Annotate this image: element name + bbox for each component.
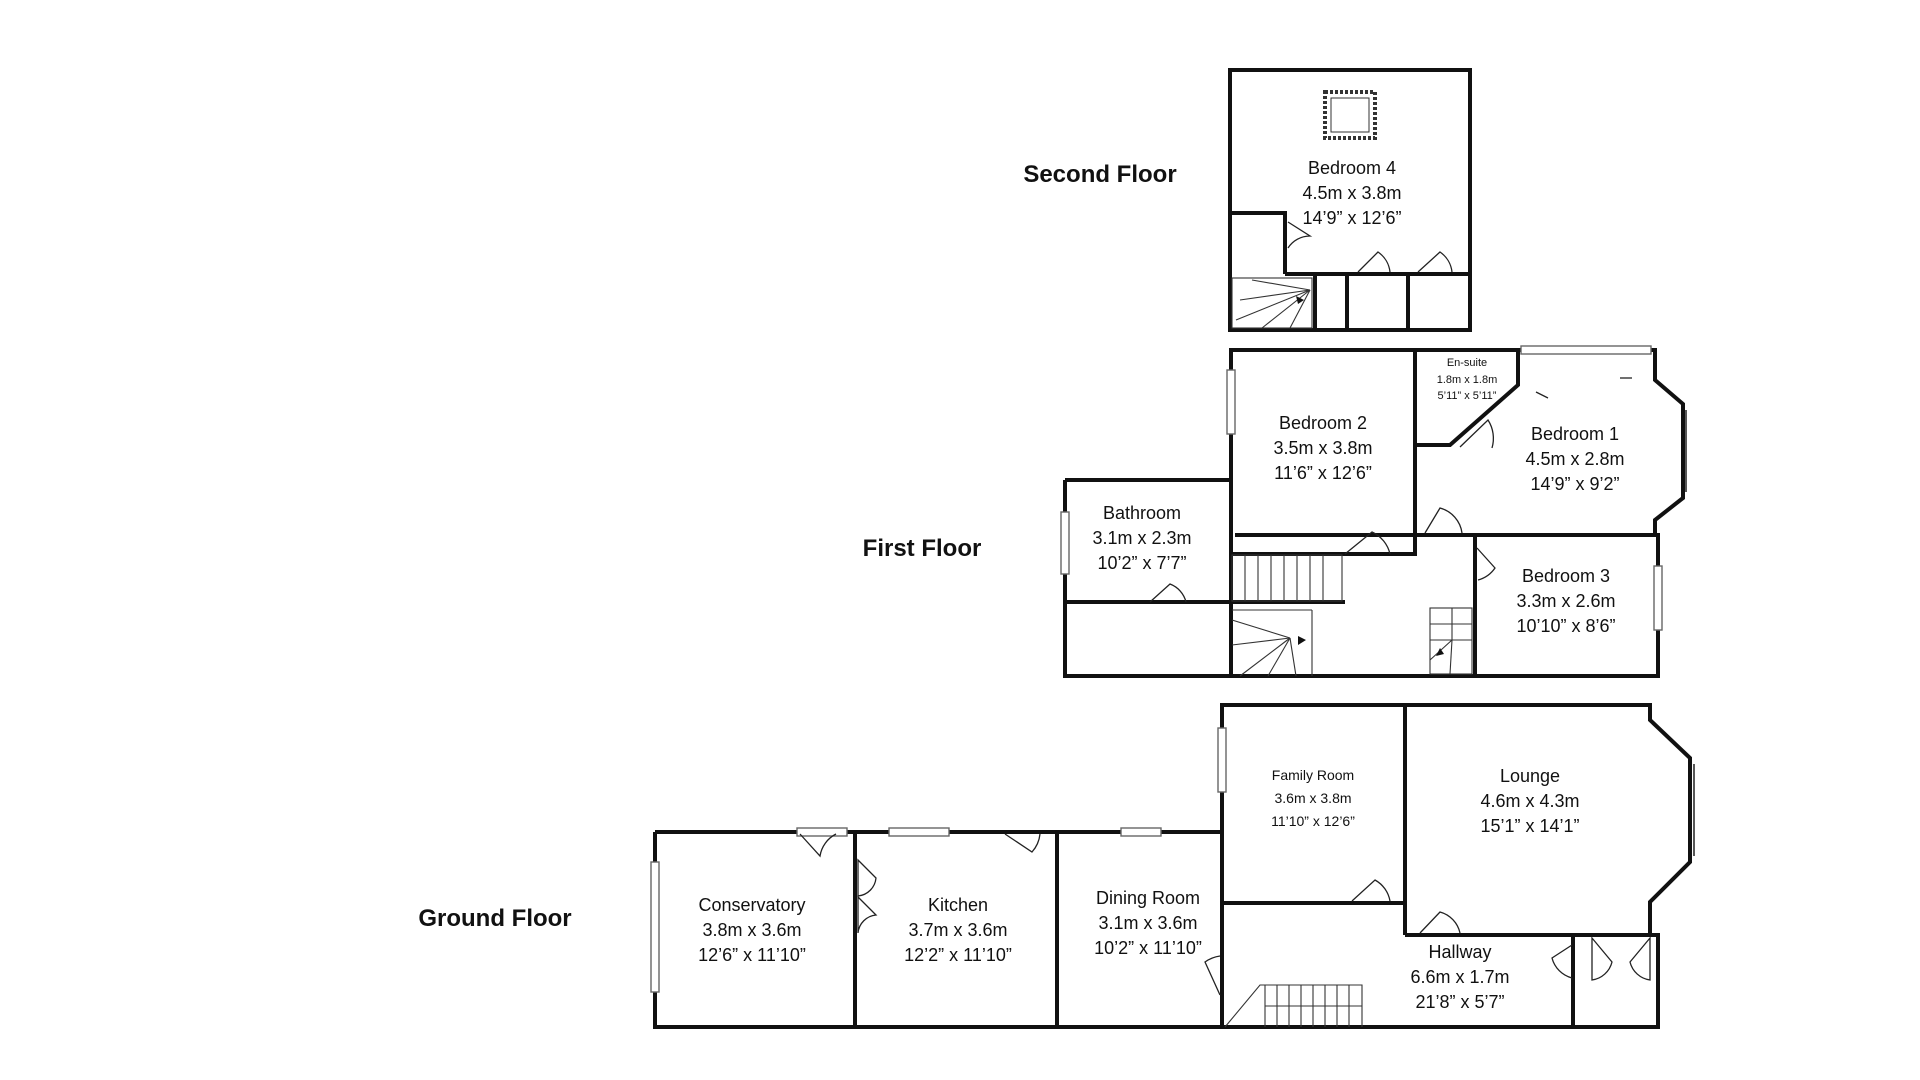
window-icon [1226, 369, 1236, 435]
staircase-icon [1224, 984, 1363, 1028]
room-bedroom-1: Bedroom 1 4.5m x 2.8m 14’9” x 9’2” [1525, 424, 1624, 494]
door-icon [1424, 507, 1463, 534]
svg-text:Dining Room: Dining Room [1096, 888, 1200, 908]
door-icon [1004, 833, 1041, 853]
ground-floor: Ground Floor [418, 703, 1695, 1029]
room-dining-room: Dining Room 3.1m x 3.6m 10’2” x 11’10” [1094, 888, 1202, 958]
ground-floor-outline [653, 703, 1692, 1029]
svg-text:11’10” x 12’6”: 11’10” x 12’6” [1271, 813, 1355, 829]
staircase-icon [1231, 609, 1313, 677]
svg-text:3.8m x 3.6m: 3.8m x 3.6m [702, 920, 801, 940]
svg-text:Hallway: Hallway [1428, 942, 1491, 962]
first-floor: First Floor [863, 345, 1687, 678]
svg-text:Family Room: Family Room [1272, 767, 1354, 783]
svg-text:21’8” x 5’7”: 21’8” x 5’7” [1415, 992, 1504, 1012]
window-icon [1520, 345, 1652, 355]
svg-text:Bathroom: Bathroom [1103, 503, 1181, 523]
door-icon [1287, 221, 1313, 249]
second-stair-wall [1230, 211, 1287, 274]
door-icon [1417, 251, 1453, 273]
first-floor-outline-lower [1063, 480, 1660, 678]
svg-text:3.5m x 3.8m: 3.5m x 3.8m [1273, 438, 1372, 458]
room-family-room: Family Room 3.6m x 3.8m 11’10” x 12’6” [1271, 767, 1355, 829]
door-icon [1351, 879, 1391, 902]
svg-text:Kitchen: Kitchen [928, 895, 988, 915]
skylight-icon [1323, 90, 1377, 140]
svg-text:Bedroom 1: Bedroom 1 [1531, 424, 1619, 444]
svg-text:1.8m x 1.8m: 1.8m x 1.8m [1437, 374, 1498, 386]
door-icon [1204, 955, 1221, 996]
second-floor-label: Second Floor [1023, 161, 1176, 188]
svg-text:3.3m x 2.6m: 3.3m x 2.6m [1516, 591, 1615, 611]
door-icon [1357, 251, 1391, 273]
staircase-icon [1231, 554, 1343, 602]
ensuite-walls [1415, 350, 1520, 447]
svg-text:15’1” x 14’1”: 15’1” x 14’1” [1480, 816, 1579, 836]
room-lounge: Lounge 4.6m x 4.3m 15’1” x 14’1” [1480, 766, 1579, 836]
room-bathroom: Bathroom 3.1m x 2.3m 10’2” x 7’7” [1092, 503, 1191, 573]
svg-text:12’2” x 11’10”: 12’2” x 11’10” [904, 945, 1012, 965]
svg-text:3.1m x 2.3m: 3.1m x 2.3m [1092, 528, 1191, 548]
svg-text:4.6m x 4.3m: 4.6m x 4.3m [1480, 791, 1579, 811]
second-floor: Second Floor Bedroom 4 4.5m x 3.8m 14’ [1023, 68, 1472, 332]
room-bedroom-4: Bedroom 4 4.5m x 3.8m 14’9” x 12’6” [1302, 158, 1401, 228]
svg-text:14’9” x 9’2”: 14’9” x 9’2” [1530, 474, 1619, 494]
room-kitchen: Kitchen 3.7m x 3.6m 12’2” x 11’10” [904, 895, 1012, 965]
svg-text:4.5m x 3.8m: 4.5m x 3.8m [1302, 183, 1401, 203]
svg-text:10’10” x 8’6”: 10’10” x 8’6” [1516, 616, 1615, 636]
svg-text:11’6” x 12’6”: 11’6” x 12’6” [1274, 463, 1372, 483]
room-bedroom-3: Bedroom 3 3.3m x 2.6m 10’10” x 8’6” [1516, 566, 1615, 636]
window-icon [1120, 827, 1162, 837]
svg-text:10’2” x 11’10”: 10’2” x 11’10” [1094, 938, 1202, 958]
window-icon [1060, 511, 1070, 575]
window-icon [1653, 565, 1663, 631]
svg-text:Bedroom 4: Bedroom 4 [1308, 158, 1396, 178]
room-conservatory: Conservatory 3.8m x 3.6m 12’6” x 11’10” [698, 895, 806, 965]
svg-text:3.1m x 3.6m: 3.1m x 3.6m [1098, 913, 1197, 933]
staircase-icon [1231, 277, 1313, 329]
skylight-inner [1330, 97, 1370, 133]
window-icon [1217, 727, 1227, 793]
svg-text:10’2” x 7’7”: 10’2” x 7’7” [1097, 553, 1186, 573]
svg-text:12’6” x 11’10”: 12’6” x 11’10” [698, 945, 806, 965]
door-icon [1476, 547, 1496, 581]
svg-text:Bedroom 3: Bedroom 3 [1522, 566, 1610, 586]
door-icon [799, 833, 837, 858]
door-icon [1629, 936, 1651, 981]
window-icon [796, 827, 848, 837]
door-icon [1591, 936, 1613, 981]
bedroom-2-walls [1231, 350, 1417, 556]
door-icon [1344, 531, 1391, 555]
door-icon [857, 895, 878, 934]
svg-text:3.7m x 3.6m: 3.7m x 3.6m [908, 920, 1007, 940]
svg-text:En-suite: En-suite [1447, 357, 1487, 369]
ground-floor-label: Ground Floor [418, 905, 571, 932]
svg-text:Lounge: Lounge [1500, 766, 1560, 786]
door-icon [1419, 911, 1461, 934]
second-floor-outline [1228, 68, 1472, 332]
svg-text:Bedroom 2: Bedroom 2 [1279, 413, 1367, 433]
svg-text:3.6m x 3.8m: 3.6m x 3.8m [1274, 790, 1351, 806]
svg-text:6.6m x 1.7m: 6.6m x 1.7m [1410, 967, 1509, 987]
door-icon [1535, 391, 1549, 399]
staircase-icon [1429, 607, 1473, 675]
first-floor-outline-upper [1065, 348, 1685, 535]
door-icon [857, 858, 877, 897]
svg-text:Conservatory: Conservatory [698, 895, 805, 915]
room-bedroom-2: Bedroom 2 3.5m x 3.8m 11’6” x 12’6” [1273, 413, 1372, 483]
window-icon [650, 861, 660, 993]
room-en-suite: En-suite 1.8m x 1.8m 5’11” x 5’11” [1437, 357, 1498, 402]
svg-text:14’9” x 12’6”: 14’9” x 12’6” [1302, 208, 1401, 228]
room-hallway: Hallway 6.6m x 1.7m 21’8” x 5’7” [1410, 942, 1509, 1012]
door-icon [1551, 944, 1573, 979]
svg-text:5’11” x 5’11”: 5’11” x 5’11” [1438, 390, 1497, 402]
first-floor-label: First Floor [863, 535, 982, 562]
door-icon [1149, 583, 1187, 603]
window-icon [888, 827, 950, 837]
door-icon [1459, 418, 1495, 449]
svg-text:4.5m x 2.8m: 4.5m x 2.8m [1525, 449, 1624, 469]
